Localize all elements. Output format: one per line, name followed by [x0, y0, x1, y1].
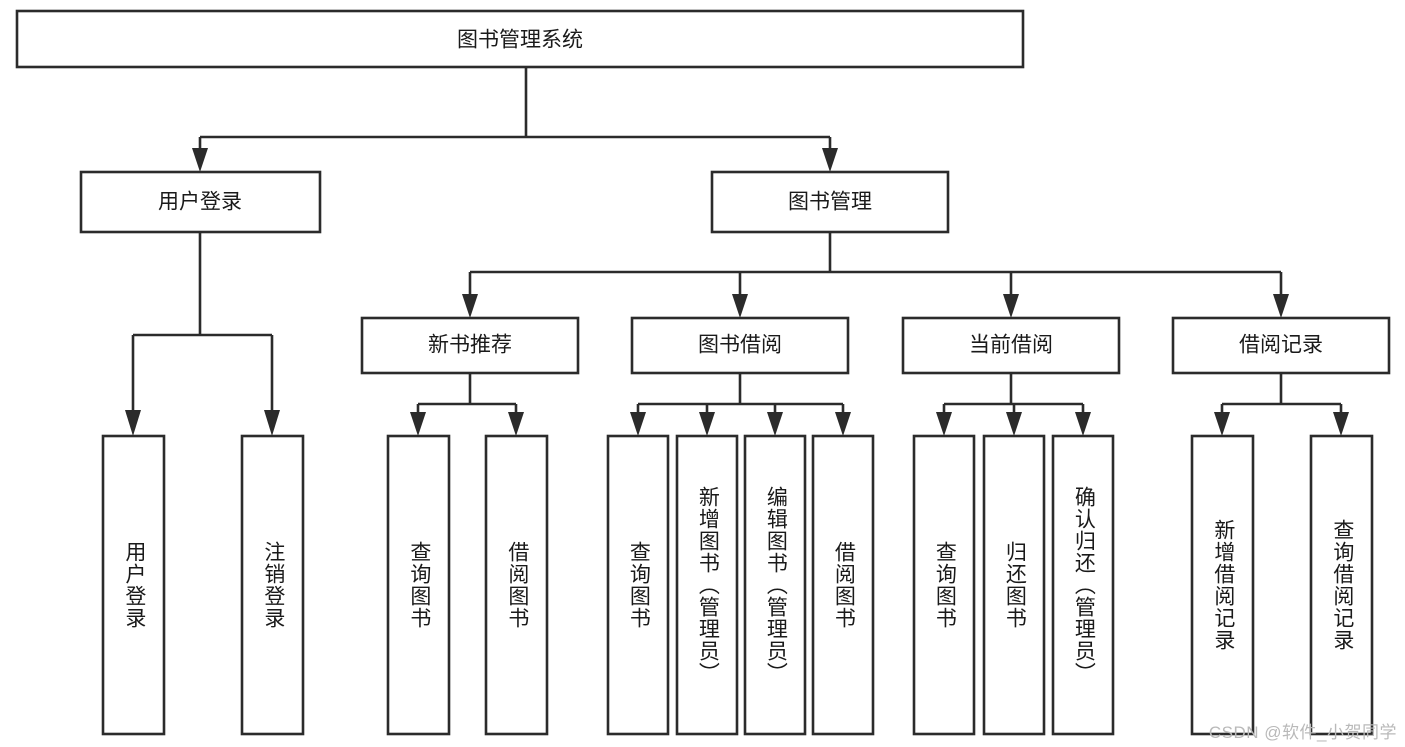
node-current-borrow-label: 当前借阅: [969, 334, 1053, 357]
connector-borrow-record-to-leaves: [1214, 373, 1349, 436]
arrowhead-book-borrow: [732, 294, 748, 318]
arrowhead-leaf-logout-login: [264, 410, 280, 436]
arrowhead-leaf-confirm-return: [1075, 412, 1091, 436]
node-user-login-label: 用户登录: [158, 191, 242, 214]
node-book-borrow-label: 图书借阅: [698, 334, 782, 357]
leaf-query-book-2-box[interactable]: [606, 434, 670, 736]
node-new-book-recommend-box[interactable]: [360, 316, 580, 375]
arrowhead-borrow-record: [1273, 294, 1289, 318]
arrowhead-leaf-query-book-3: [936, 412, 952, 436]
arrowhead-leaf-borrow-book-1: [508, 412, 524, 436]
node-root-label: 图书管理系统: [457, 29, 583, 52]
csdn-watermark: CSDN @软件_小贺同学: [1208, 723, 1397, 742]
leaf-return-book-box[interactable]: [982, 434, 1046, 736]
connector-root-to-level1: [192, 67, 838, 172]
node-new-book-recommend-label: 新书推荐: [428, 334, 512, 357]
leaf-borrow-book-1-box[interactable]: [484, 434, 549, 736]
node-current-borrow-box[interactable]: [901, 316, 1121, 375]
arrowhead-book-manage: [822, 148, 838, 172]
arrowhead-leaf-add-record: [1214, 412, 1230, 436]
leaf-logout-login-box[interactable]: [240, 434, 305, 736]
arrowhead-leaf-borrow-book-2: [835, 412, 851, 436]
leaf-add-record-box[interactable]: [1190, 434, 1255, 736]
connector-user-login-to-leaves: [125, 232, 280, 436]
connector-current-borrow-to-leaves: [936, 373, 1091, 436]
node-root-box[interactable]: [15, 9, 1025, 69]
arrowhead-leaf-add-book: [699, 412, 715, 436]
leaf-borrow-book-2-box[interactable]: [811, 434, 875, 736]
leaf-user-login-box[interactable]: [101, 434, 166, 736]
leaf-query-record-box[interactable]: [1309, 434, 1374, 736]
arrowhead-leaf-edit-book: [767, 412, 783, 436]
leaf-confirm-return-box[interactable]: [1051, 434, 1115, 736]
arrowhead-user-login: [192, 148, 208, 172]
connector-new-book-recommend-to-leaves: [410, 373, 524, 436]
node-borrow-record-label: 借阅记录: [1239, 334, 1323, 357]
arrowhead-leaf-user-login: [125, 410, 141, 436]
connector-book-borrow-to-leaves: [630, 373, 851, 436]
arrowhead-leaf-query-book-2: [630, 412, 646, 436]
leaf-query-book-1-box[interactable]: [386, 434, 451, 736]
connector-book-manage-to-level2: [462, 232, 1289, 318]
arrowhead-new-book-recommend: [462, 294, 478, 318]
node-book-manage-label: 图书管理: [788, 191, 872, 214]
node-user-login-box[interactable]: [79, 170, 322, 234]
leaf-edit-book-box[interactable]: [743, 434, 807, 736]
leaf-query-book-3-box[interactable]: [912, 434, 976, 736]
arrowhead-leaf-return-book: [1006, 412, 1022, 436]
arrowhead-leaf-query-record: [1333, 412, 1349, 436]
leaf-add-book-box[interactable]: [675, 434, 739, 736]
arrowhead-leaf-query-book-1: [410, 412, 426, 436]
arrowhead-current-borrow: [1003, 294, 1019, 318]
